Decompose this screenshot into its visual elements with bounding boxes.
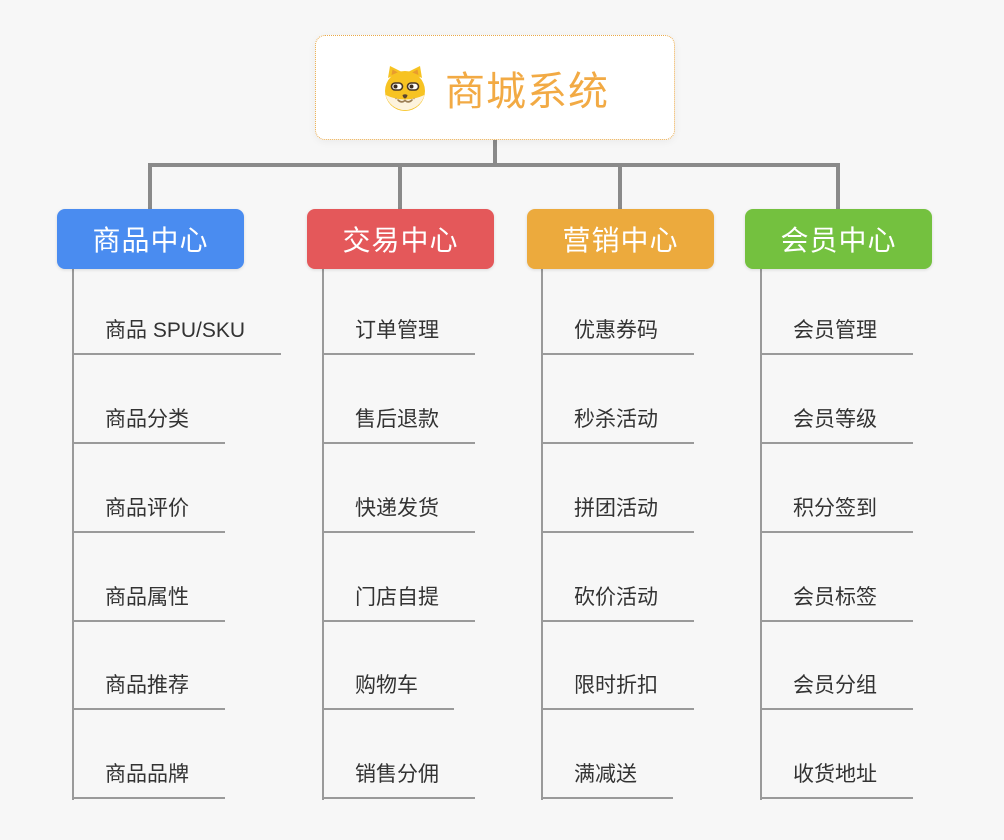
leaf-item[interactable]: 会员分组 [760, 670, 913, 710]
branches-horizontal-connector [148, 163, 840, 167]
branch-label: 交易中心 [342, 225, 459, 256]
leaf-item[interactable]: 销售分佣 [322, 759, 475, 799]
leaf-item[interactable]: 满减送 [541, 759, 673, 799]
leaf-item[interactable]: 收货地址 [760, 759, 913, 799]
branch-node-member-center[interactable]: 会员中心 [745, 209, 932, 269]
leaf-item[interactable]: 售后退款 [322, 404, 475, 444]
leaf-item[interactable]: 商品分类 [72, 404, 225, 444]
leaf-item[interactable]: 购物车 [322, 670, 454, 710]
branch-label: 营销中心 [562, 225, 679, 256]
branch-label: 商品中心 [92, 225, 209, 256]
leaf-item[interactable]: 限时折扣 [541, 670, 694, 710]
leaf-vertical-connector [541, 269, 543, 800]
leaf-vertical-connector [322, 269, 324, 800]
leaf-item[interactable]: 会员等级 [760, 404, 913, 444]
leaf-item[interactable]: 商品 SPU/SKU [72, 315, 282, 355]
root-title: 商城系统 [445, 69, 609, 114]
doge-dog-icon [385, 65, 425, 111]
branch-connector-stub [398, 163, 402, 209]
branch-node-product-center[interactable]: 商品中心 [57, 209, 244, 269]
leaf-item[interactable]: 商品评价 [72, 493, 225, 533]
leaf-item[interactable]: 拼团活动 [541, 493, 694, 533]
leaf-item[interactable]: 积分签到 [760, 493, 913, 533]
leaf-vertical-connector [72, 269, 74, 800]
branch-node-trade-center[interactable]: 交易中心 [307, 209, 494, 269]
leaf-item[interactable]: 商品属性 [72, 582, 225, 622]
leaf-item[interactable]: 商品推荐 [72, 670, 225, 710]
leaf-item[interactable]: 会员管理 [760, 315, 913, 355]
branch-connector-stub [618, 163, 622, 209]
leaf-item[interactable]: 订单管理 [322, 315, 475, 355]
leaf-item[interactable]: 快递发货 [322, 493, 475, 533]
leaf-item[interactable]: 商品品牌 [72, 759, 225, 799]
branch-connector-stub [148, 163, 152, 209]
leaf-item[interactable]: 门店自提 [322, 582, 475, 622]
root-vertical-connector [493, 139, 497, 167]
leaf-item[interactable]: 优惠券码 [541, 315, 694, 355]
leaf-item[interactable]: 会员标签 [760, 582, 913, 622]
leaf-vertical-connector [760, 269, 762, 800]
leaf-item[interactable]: 秒杀活动 [541, 404, 694, 444]
branch-label: 会员中心 [780, 225, 897, 256]
branch-connector-stub [836, 163, 840, 209]
leaf-item[interactable]: 砍价活动 [541, 582, 694, 622]
branch-node-marketing-center[interactable]: 营销中心 [527, 209, 714, 269]
root-node[interactable]: 商城系统 [315, 35, 675, 140]
